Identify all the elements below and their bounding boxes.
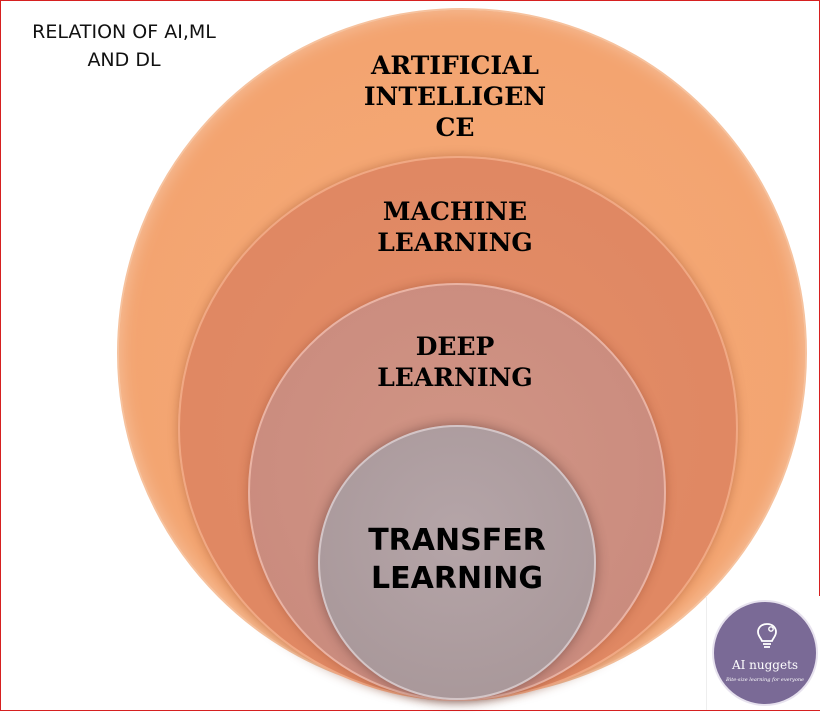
label-line: MACHINE xyxy=(382,197,528,226)
label-line: DEEP xyxy=(415,332,495,361)
label-line: ARTIFICIAL xyxy=(370,51,540,80)
label-transfer-learning: TRANSFER LEARNING xyxy=(335,522,579,598)
title-line-1: RELATION OF AI,ML xyxy=(32,21,216,43)
brain-lightbulb-icon xyxy=(757,623,777,648)
ai-nuggets-logo: AI nuggets Bite-size learning for everyo… xyxy=(712,600,818,706)
diagram-title: RELATION OF AI,ML AND DL xyxy=(14,18,234,74)
circle-transfer-learning xyxy=(318,425,596,700)
label-machine-learning: MACHINE LEARNING xyxy=(355,196,555,258)
label-line: TRANSFER xyxy=(368,523,546,558)
label-line: CE xyxy=(435,113,475,142)
logo-name: AI nuggets xyxy=(731,658,799,672)
title-line-2: AND DL xyxy=(87,49,161,71)
label-line: INTELLIGEN xyxy=(363,82,547,111)
label-line: LEARNING xyxy=(377,363,533,392)
label-line: LEARNING xyxy=(371,561,543,596)
label-deep-learning: DEEP LEARNING xyxy=(355,331,555,393)
logo-tagline: Bite-size learning for everyone xyxy=(725,677,805,683)
label-line: LEARNING xyxy=(377,228,533,257)
label-artificial-intelligence: ARTIFICIAL INTELLIGEN CE xyxy=(350,50,560,143)
